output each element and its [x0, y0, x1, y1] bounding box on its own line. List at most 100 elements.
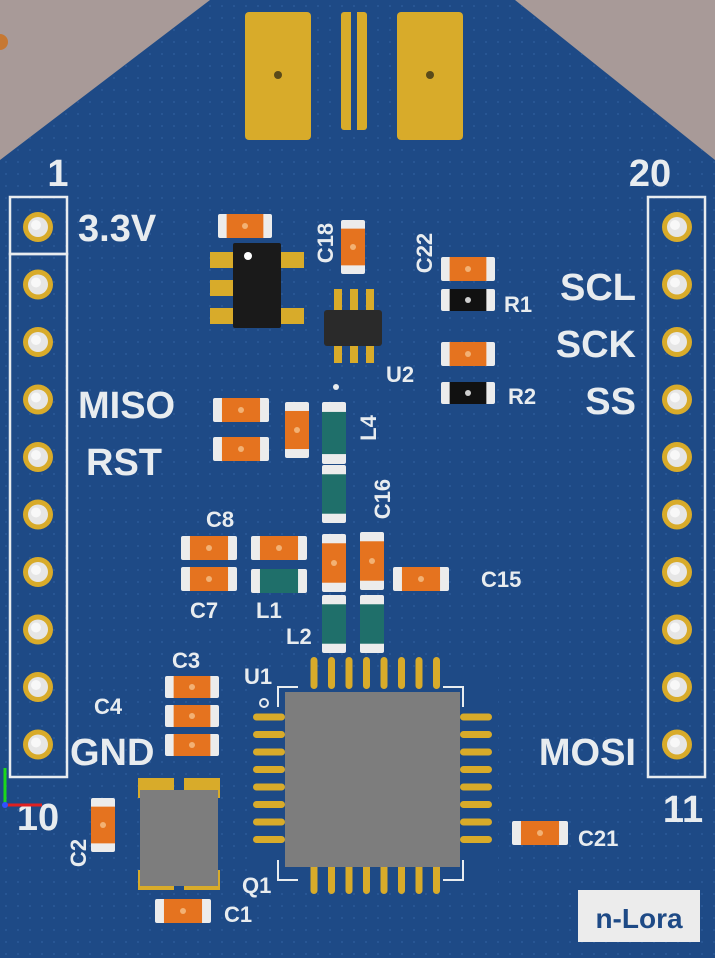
qfn-pin: [345, 657, 353, 689]
regulator-ic: [210, 243, 304, 328]
qfn-pin: [253, 836, 285, 843]
edge-marker: [0, 34, 8, 50]
capacitor: [213, 398, 269, 422]
capacitor: [441, 342, 495, 366]
inductor: [322, 465, 346, 523]
capacitor: [322, 534, 346, 592]
capacitor: [512, 821, 568, 845]
refdes-c7: C7: [190, 598, 218, 623]
right-header-pin: [662, 442, 692, 472]
u2-ic: [324, 289, 382, 390]
capacitor: [155, 899, 211, 923]
right-header-pin: [662, 672, 692, 702]
left-header-pin: [23, 442, 53, 472]
capacitor: [341, 220, 365, 274]
resistor: [441, 289, 495, 311]
pin-number-1: 1: [47, 153, 68, 195]
refdes-c16: C16: [370, 479, 395, 519]
capacitor: [165, 676, 219, 698]
refdes-l4: L4: [356, 414, 381, 440]
label-scl: SCL: [560, 267, 636, 309]
refdes-u2: U2: [386, 362, 414, 387]
refdes-l2: L2: [286, 624, 312, 649]
board-label: n-Lora: [595, 903, 683, 934]
antenna-pads: [245, 12, 463, 140]
qfn-pin: [363, 862, 370, 894]
left-header-pin: [23, 557, 53, 587]
inductor: [251, 569, 307, 593]
refdes-c3: C3: [172, 648, 200, 673]
qfn-pin: [398, 862, 405, 894]
right-header-pin: [662, 212, 692, 242]
right-header: [646, 195, 707, 779]
refdes-c1: C1: [224, 902, 252, 927]
refdes-c18: C18: [313, 223, 338, 263]
qfn-pin: [328, 657, 335, 689]
left-header-pin: [23, 384, 53, 415]
refdes-l1: L1: [256, 598, 282, 623]
q1-crystal: [138, 778, 220, 890]
qfn-pin: [253, 818, 285, 826]
qfn-pin: [460, 748, 492, 756]
qfn-pin: [415, 657, 423, 689]
label-miso: MISO: [78, 385, 175, 427]
left-header-pin: [23, 269, 53, 300]
capacitor: [285, 402, 309, 458]
qfn-pin: [310, 657, 318, 689]
capacitor: [360, 532, 384, 590]
left-header-pin: [23, 327, 53, 357]
right-header-pin: [662, 384, 692, 415]
capacitor: [91, 798, 115, 852]
qfn-pin: [398, 657, 405, 689]
u1-qfn: [253, 657, 498, 894]
capacitor: [165, 734, 219, 756]
capacitor: [393, 567, 449, 591]
right-header-pin: [662, 614, 692, 645]
left-header-pin: [23, 499, 53, 530]
left-header-pin: [23, 614, 53, 645]
qfn-pin: [433, 862, 440, 894]
pin-number-10: 10: [17, 797, 59, 839]
qfn-pin: [380, 657, 388, 689]
capacitor: [251, 536, 307, 560]
left-header-pin: [23, 729, 53, 760]
refdes-c2: C2: [66, 839, 91, 867]
capacitor: [218, 214, 272, 238]
refdes-c8: C8: [206, 507, 234, 532]
refdes-c4: C4: [94, 694, 123, 719]
right-header-pin: [662, 269, 692, 300]
label-gnd: GND: [70, 732, 154, 774]
qfn-pin: [460, 818, 492, 826]
qfn-pin: [415, 862, 423, 894]
qfn-pin: [460, 713, 492, 721]
right-header-pin: [662, 499, 692, 530]
label-sck: SCK: [556, 324, 637, 366]
qfn-pin: [433, 657, 440, 689]
qfn-pin: [345, 862, 353, 894]
resistor: [441, 382, 495, 404]
qfn-pin: [253, 731, 285, 738]
inductor: [322, 595, 346, 653]
capacitor: [181, 567, 237, 591]
qfn-pin: [253, 748, 285, 756]
left-header-pin: [23, 212, 53, 242]
capacitor: [181, 536, 237, 560]
inductor: [360, 595, 384, 653]
inductor: [322, 402, 346, 464]
qfn-pin: [310, 862, 318, 894]
refdes-r1: R1: [504, 292, 532, 317]
qfn-pin: [253, 783, 285, 791]
label-ss: SS: [585, 381, 636, 423]
refdes-c15: C15: [481, 567, 521, 592]
refdes-q1: Q1: [242, 873, 271, 898]
label-rst: RST: [86, 442, 162, 484]
qfn-pin: [253, 713, 285, 721]
pin-number-20: 20: [629, 153, 671, 195]
board-label-box: [578, 890, 700, 942]
qfn-pin: [460, 731, 492, 738]
refdes-r2: R2: [508, 384, 536, 409]
pin-number-11: 11: [663, 789, 703, 831]
left-header: [8, 195, 69, 779]
qfn-pin: [253, 801, 285, 808]
